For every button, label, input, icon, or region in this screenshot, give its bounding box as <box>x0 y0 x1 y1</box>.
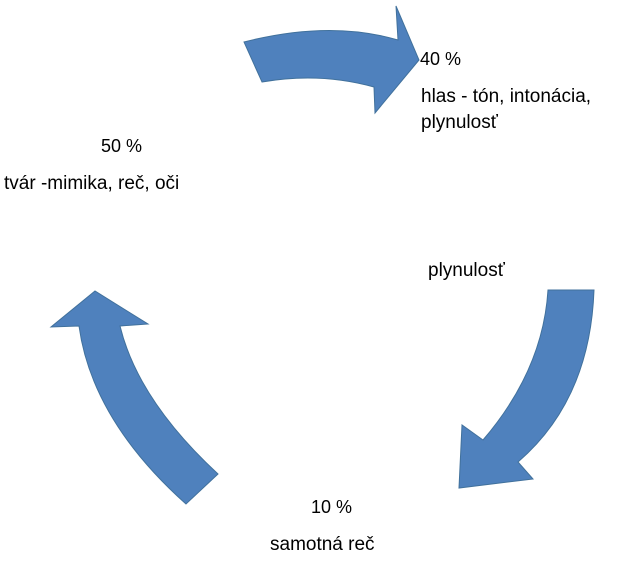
right-middle-label: plynulosť <box>428 260 505 281</box>
curved-arrow-top <box>243 5 420 115</box>
bottom-percent: 10 % <box>311 497 353 517</box>
bottom-label: samotná reč <box>270 534 375 555</box>
left-label: tvár -mimika, reč, oči <box>4 173 180 194</box>
top-right-percent: 40 % <box>420 49 462 69</box>
top-right-label-line1: hlas - tón, intonácia, <box>421 86 592 107</box>
top-right-label-line2: plynulosť <box>421 112 498 133</box>
curved-arrow-right <box>458 289 595 489</box>
left-percent: 50 % <box>101 136 143 156</box>
curved-arrow-left <box>49 290 219 505</box>
